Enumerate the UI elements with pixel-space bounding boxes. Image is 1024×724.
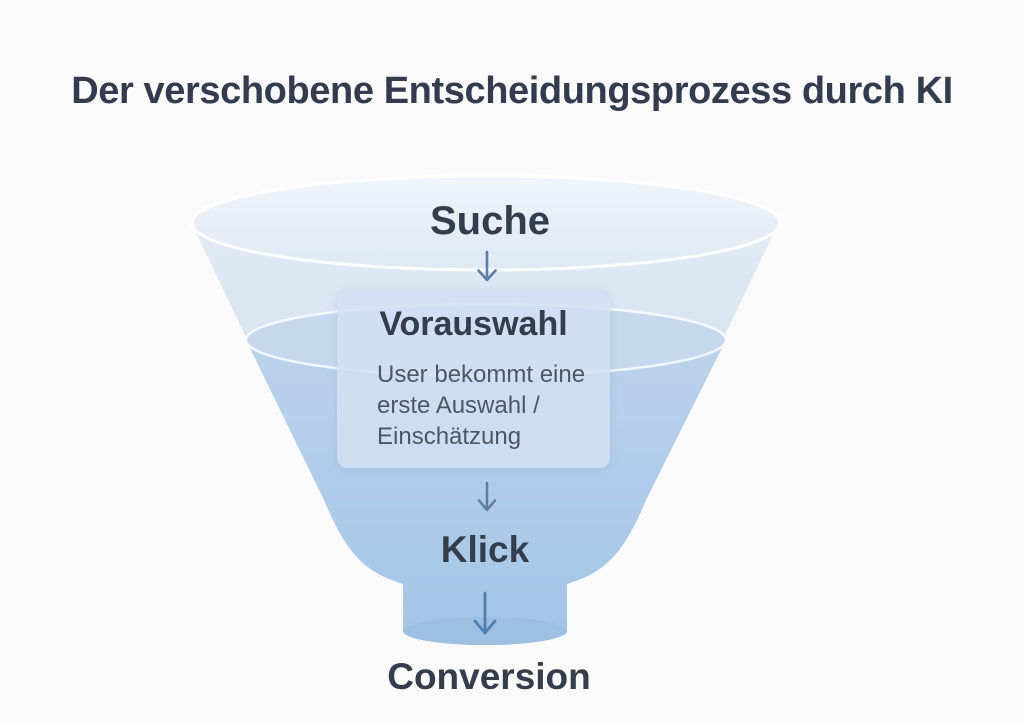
stage-label-suche: Suche bbox=[429, 199, 551, 243]
down-arrow-icon bbox=[473, 591, 497, 635]
stage-label-conversion: Conversion bbox=[387, 656, 591, 697]
vorauswahl-card: Vorauswahl User bekommt eine erste Auswa… bbox=[337, 290, 610, 468]
vorauswahl-description: User bekommt eine erste Auswahl / Einsch… bbox=[377, 361, 586, 450]
page-title: Der verschobene Entscheidungsprozess dur… bbox=[71, 70, 953, 112]
stage-label-klick: Klick bbox=[440, 529, 530, 570]
stage-label-vorauswahl: Vorauswahl bbox=[379, 305, 568, 343]
down-arrow-icon bbox=[477, 481, 497, 512]
down-arrow-icon bbox=[477, 250, 497, 282]
